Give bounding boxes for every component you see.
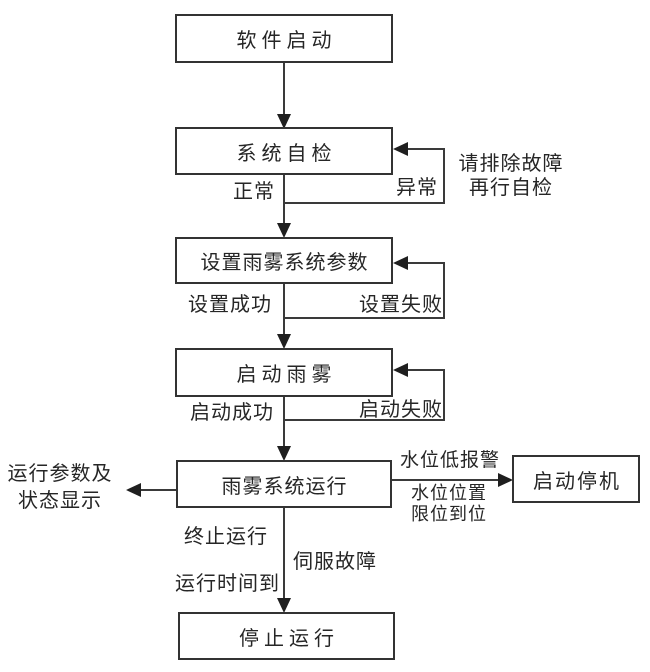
arrow-software-start-to-self-check — [277, 63, 291, 129]
node-system-running: 雨雾系统运行 — [176, 460, 392, 508]
node-start-rainfog: 启动雨雾 — [175, 348, 393, 397]
node-start-shutdown: 启动停机 — [512, 455, 640, 503]
label-servo-fault: 伺服故障 — [293, 551, 377, 573]
label-status-display-line1: 运行参数及 — [7, 463, 113, 485]
node-system-running-label: 雨雾系统运行 — [221, 475, 348, 498]
node-set-params: 设置雨雾系统参数 — [175, 237, 393, 284]
node-start-rainfog-label: 启动雨雾 — [236, 364, 337, 386]
label-water-position-line1: 水位位置 — [411, 483, 487, 503]
node-stop-running: 停止运行 — [178, 612, 395, 660]
label-water-position: 水位位置 限位到位 — [408, 483, 490, 525]
label-terminate: 终止运行 — [184, 526, 268, 548]
arrow-system-running-to-display — [126, 483, 176, 497]
node-set-params-label: 设置雨雾系统参数 — [200, 252, 369, 274]
label-normal: 正常 — [233, 181, 275, 203]
node-start-shutdown-label: 启动停机 — [533, 470, 621, 493]
arrow-system-running-to-stop-running — [277, 508, 291, 613]
label-water-low-alarm: 水位低报警 — [400, 450, 501, 471]
label-abnormal: 异常 — [396, 177, 438, 199]
label-status-display: 运行参数及 状态显示 — [4, 461, 116, 515]
loop-set-params-fail — [284, 256, 445, 319]
label-water-position-line2: 限位到位 — [411, 504, 487, 524]
label-start-success: 启动成功 — [190, 402, 274, 424]
label-fix-note-line2: 再行自检 — [469, 177, 553, 199]
label-runtime-reached: 运行时间到 — [175, 573, 280, 595]
node-self-check-label: 系统自检 — [236, 142, 337, 165]
arrow-set-params-to-start-rainfog — [277, 284, 291, 349]
label-start-fail: 启动失败 — [359, 399, 443, 421]
label-status-display-line2: 状态显示 — [18, 490, 102, 512]
arrow-start-rainfog-to-system-running — [277, 397, 291, 461]
label-fix-note: 请排除故障 再行自检 — [452, 152, 570, 200]
node-stop-running-label: 停止运行 — [239, 627, 339, 650]
loop-start-rainfog-fail — [284, 363, 445, 421]
arrow-system-running-to-start-shutdown — [392, 473, 513, 487]
node-software-start-label: 软件启动 — [236, 30, 337, 52]
label-set-fail: 设置失败 — [359, 294, 443, 316]
label-set-success: 设置成功 — [188, 294, 272, 316]
loop-self-check-abnormal — [284, 142, 445, 204]
arrow-self-check-to-set-params — [277, 175, 291, 238]
node-software-start: 软件启动 — [175, 14, 393, 63]
node-self-check: 系统自检 — [175, 127, 393, 175]
label-fix-note-line1: 请排除故障 — [458, 153, 564, 175]
